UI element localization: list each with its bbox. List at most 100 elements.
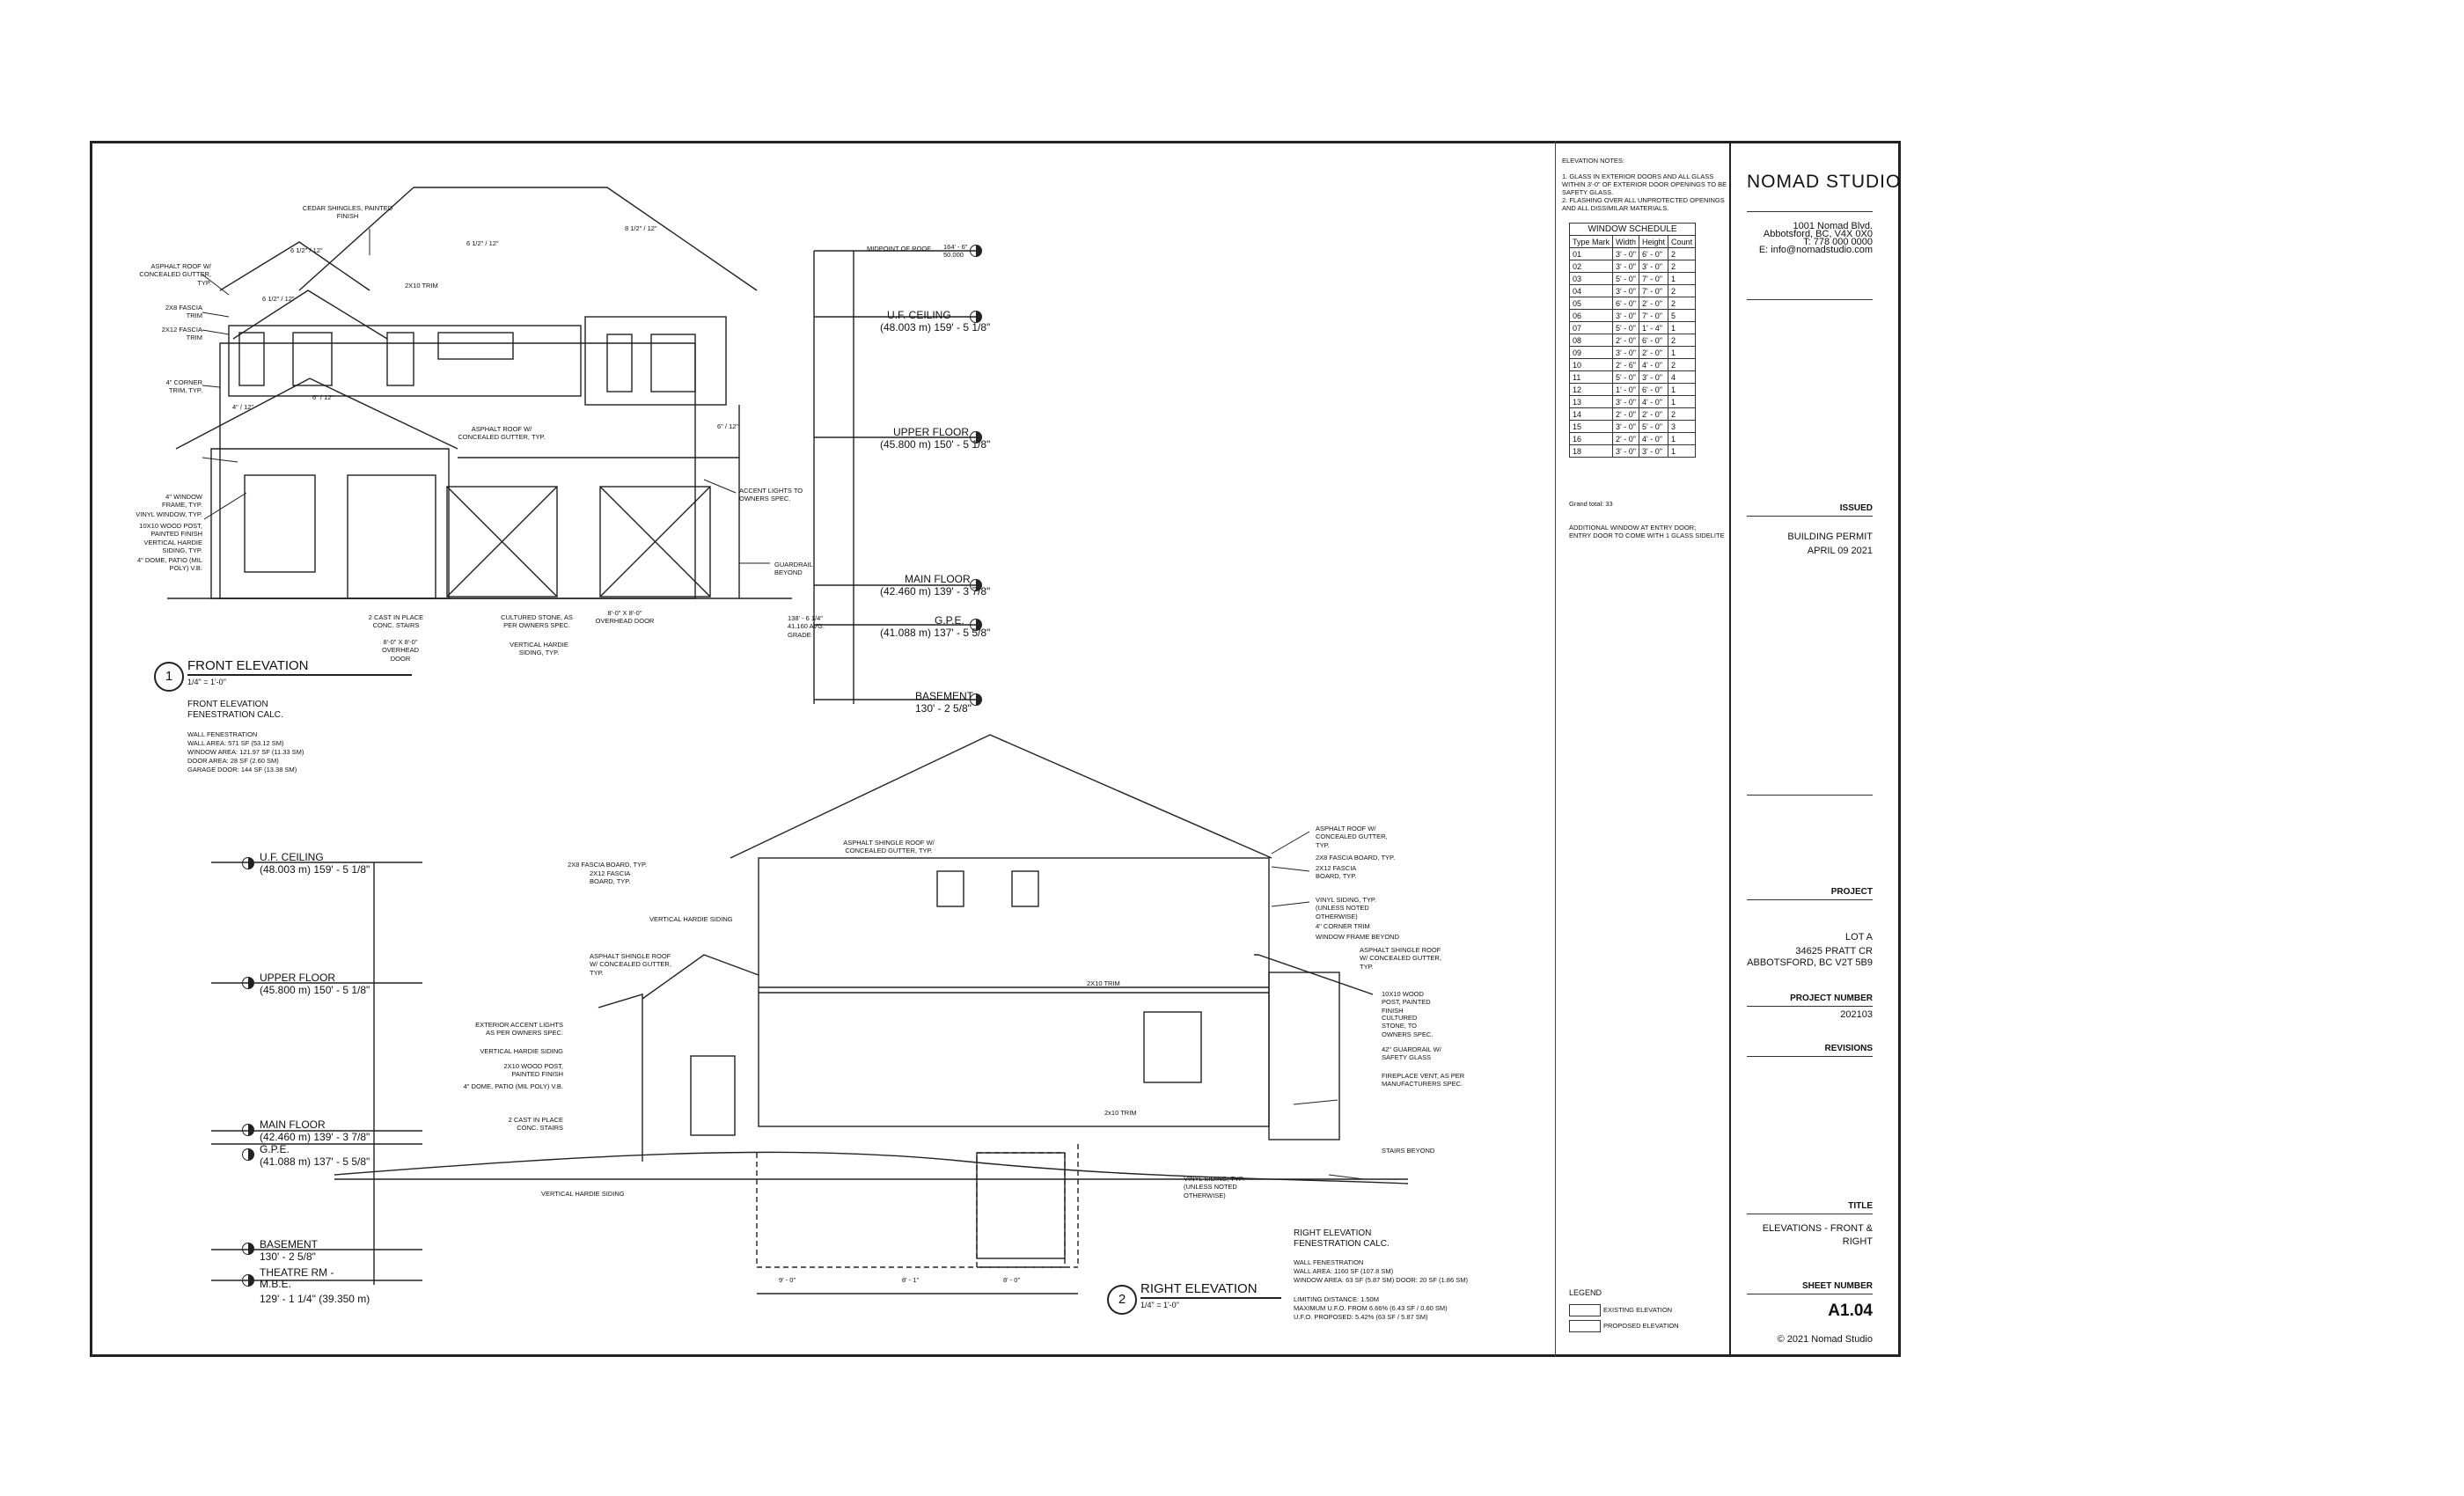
revisions-label: REVISIONS [1824, 1044, 1873, 1053]
front-label-window-frame: 4" WINDOW FRAME, TYP. [162, 493, 202, 510]
front-slope-1: 6 1/2" / 12" [290, 246, 323, 254]
front-calc-line: DOOR AREA: 28 SF (2.60 SM) [187, 757, 279, 765]
schedule-cell: 1 [1668, 383, 1697, 396]
elevation-note-line: WITHIN 3'-0" OF EXTERIOR DOOR OPENINGS T… [1562, 180, 1727, 188]
firm-address-line: 1001 Nomad Blvd. [1793, 221, 1874, 231]
right-elevation-scale: 1/4" = 1'-0" [1140, 1301, 1179, 1309]
schedule-cell: 2 [1668, 284, 1697, 297]
legend-heading: LEGEND [1569, 1288, 1602, 1297]
level-marker-icon [242, 1243, 254, 1255]
level-ridge-label: MIDPOINT OF ROOF [867, 245, 931, 253]
schedule-cell: 1 [1668, 346, 1697, 359]
schedule-cell: 05 [1568, 297, 1614, 310]
right-label-fascia2: 2X12 FASCIA BOARD, TYP. [1316, 864, 1357, 881]
right-calc-line: WALL AREA: 1160 SF (107.8 SM) [1294, 1267, 1394, 1275]
schedule-cell: 3' - 0" [1612, 420, 1640, 433]
legend-proposed-swatch [1569, 1320, 1601, 1332]
right-calc-line: U.F.O. PROPOSED: 5.42% (63 SF / 5.87 SM) [1294, 1313, 1428, 1321]
right-label-fascia1: 2X8 FASCIA BOARD, TYP. [1316, 854, 1396, 862]
schedule-cell: 5' - 0" [1639, 420, 1669, 433]
front-slope-3: 8 1/2" / 12" [625, 224, 657, 232]
right-calc-line: MAXIMUM U.F.O. FROM 6.66% (6.43 SF / 0.6… [1294, 1304, 1448, 1312]
schedule-cell: 3' - 0" [1612, 395, 1640, 408]
sheet-title-2: RIGHT [1842, 1236, 1873, 1247]
project-number-label: PROJECT NUMBER [1790, 994, 1873, 1003]
issued-label: ISSUED [1839, 503, 1873, 513]
right-calc-line: WINDOW AREA: 63 SF (5.87 SM) DOOR: 20 SF… [1294, 1276, 1468, 1284]
schedule-cell: 4' - 0" [1639, 395, 1669, 408]
front-level-uf-ceiling-value: (48.003 m) 159' - 5 1/8" [880, 321, 991, 334]
front-elevation-scale: 1/4" = 1'-0" [187, 678, 226, 686]
schedule-cell: 6' - 0" [1639, 383, 1669, 396]
right-label-patio: 4" DOME, PATIO (MIL POLY) V.B. [463, 1082, 563, 1090]
level-marker-icon [242, 1124, 254, 1136]
schedule-cell: 2 [1668, 260, 1697, 273]
title-block-rule [1747, 795, 1873, 796]
right-label-corner: 4" CORNER TRIM [1316, 922, 1370, 930]
schedule-cell: 3' - 0" [1612, 309, 1640, 322]
schedule-cell: 06 [1568, 309, 1614, 322]
front-label-stairs: 2 CAST IN PLACE CONC. STAIRS [368, 613, 424, 630]
schedule-header: Count [1668, 235, 1697, 248]
right-label-post2: 10X10 WOOD POST, PAINTED FINISH [1382, 990, 1431, 1015]
schedule-cell: 1 [1668, 272, 1697, 285]
schedule-cell: 2 [1668, 247, 1697, 260]
right-label-vinyl: VINYL SIDING, TYP. (UNLESS NOTED OTHERWI… [1316, 896, 1377, 920]
front-slope-4: 6 1/2" / 12" [262, 295, 295, 303]
front-elevation-drawing [167, 187, 977, 704]
front-label-roof2: ASPHALT ROOF W/ CONCEALED GUTTER, TYP. [458, 425, 546, 442]
schedule-cell: 3 [1668, 420, 1697, 433]
schedule-cell: 01 [1568, 247, 1614, 260]
project-address-1: 34625 PRATT CR [1795, 946, 1873, 957]
front-level-upper-floor-value: (45.800 m) 150' - 5 1/8" [880, 438, 991, 451]
right-level-gpe: G.P.E. [260, 1143, 290, 1155]
right-label-stone: CULTURED STONE, TO OWNERS SPEC. [1382, 1014, 1434, 1038]
schedule-cell: 5' - 0" [1612, 321, 1640, 334]
right-label-stairs: 2 CAST IN PLACE CONC. STAIRS [508, 1116, 563, 1133]
right-level-theatre: THEATRE RM - M.B.E. [260, 1266, 334, 1291]
title-block-rule [1747, 299, 1873, 300]
right-calc-title-2: FENESTRATION CALC. [1294, 1239, 1390, 1249]
elevation-note-line: SAFETY GLASS. [1562, 188, 1614, 196]
firm-address-line: T: 778 000 0000 [1803, 237, 1873, 247]
schedule-cell: 2' - 0" [1639, 407, 1669, 421]
schedule-cell: 10 [1568, 358, 1614, 371]
front-calc-line: WALL AREA: 571 SF (53.12 SM) [187, 739, 284, 747]
front-slope-5: 6" / 12" [312, 393, 334, 401]
schedule-cell: 7' - 0" [1639, 272, 1669, 285]
right-label-siding3: VERTICAL HARDIE SIDING [541, 1190, 625, 1198]
level-marker-icon [970, 431, 982, 444]
schedule-cell: 5' - 0" [1612, 370, 1640, 384]
front-label-2x8: 2X8 FASCIA TRIM [165, 304, 202, 320]
schedule-cell: 07 [1568, 321, 1614, 334]
front-title-underline [187, 674, 412, 676]
right-level-uf-ceiling: U.F. CEILING [260, 851, 324, 863]
title-block-rule [1747, 899, 1873, 900]
schedule-cell: 1 [1668, 321, 1697, 334]
legend-existing-label: EXISTING ELEVATION [1603, 1306, 1673, 1314]
schedule-cell: 04 [1568, 284, 1614, 297]
schedule-header: Type Mark [1568, 235, 1614, 248]
project-number: 202103 [1840, 1009, 1873, 1020]
front-level-main-floor-value: (42.460 m) 139' - 3 7/8" [880, 585, 991, 598]
right-level-theatre-value: 129' - 1 1/4" (39.350 m) [260, 1293, 370, 1305]
front-slope-2: 6 1/2" / 12" [466, 239, 499, 247]
elevation-note-line: 2. FLASHING OVER ALL UNPROTECTED OPENING… [1562, 196, 1725, 204]
issued-for: BUILDING PERMIT [1787, 532, 1873, 542]
front-label-2x12: 2X12 FASCIA TRIM [161, 326, 202, 342]
window-schedule-table: WINDOW SCHEDULE Type Mark Width Height C… [1568, 223, 1697, 458]
schedule-cell: 3' - 0" [1639, 370, 1669, 384]
title-block-rule [1747, 1006, 1873, 1007]
copyright: © 2021 Nomad Studio [1777, 1334, 1873, 1345]
right-label-post: 2X10 WOOD POST, PAINTED FINISH [503, 1062, 563, 1079]
schedule-cell: 11 [1568, 370, 1614, 384]
schedule-cell: 6' - 0" [1639, 247, 1669, 260]
right-label-2x10-trim2: 2x10 TRIM [1104, 1109, 1137, 1117]
level-ridge-value: 164' - 6" 50.000 [943, 243, 968, 260]
schedule-cell: 09 [1568, 346, 1614, 359]
